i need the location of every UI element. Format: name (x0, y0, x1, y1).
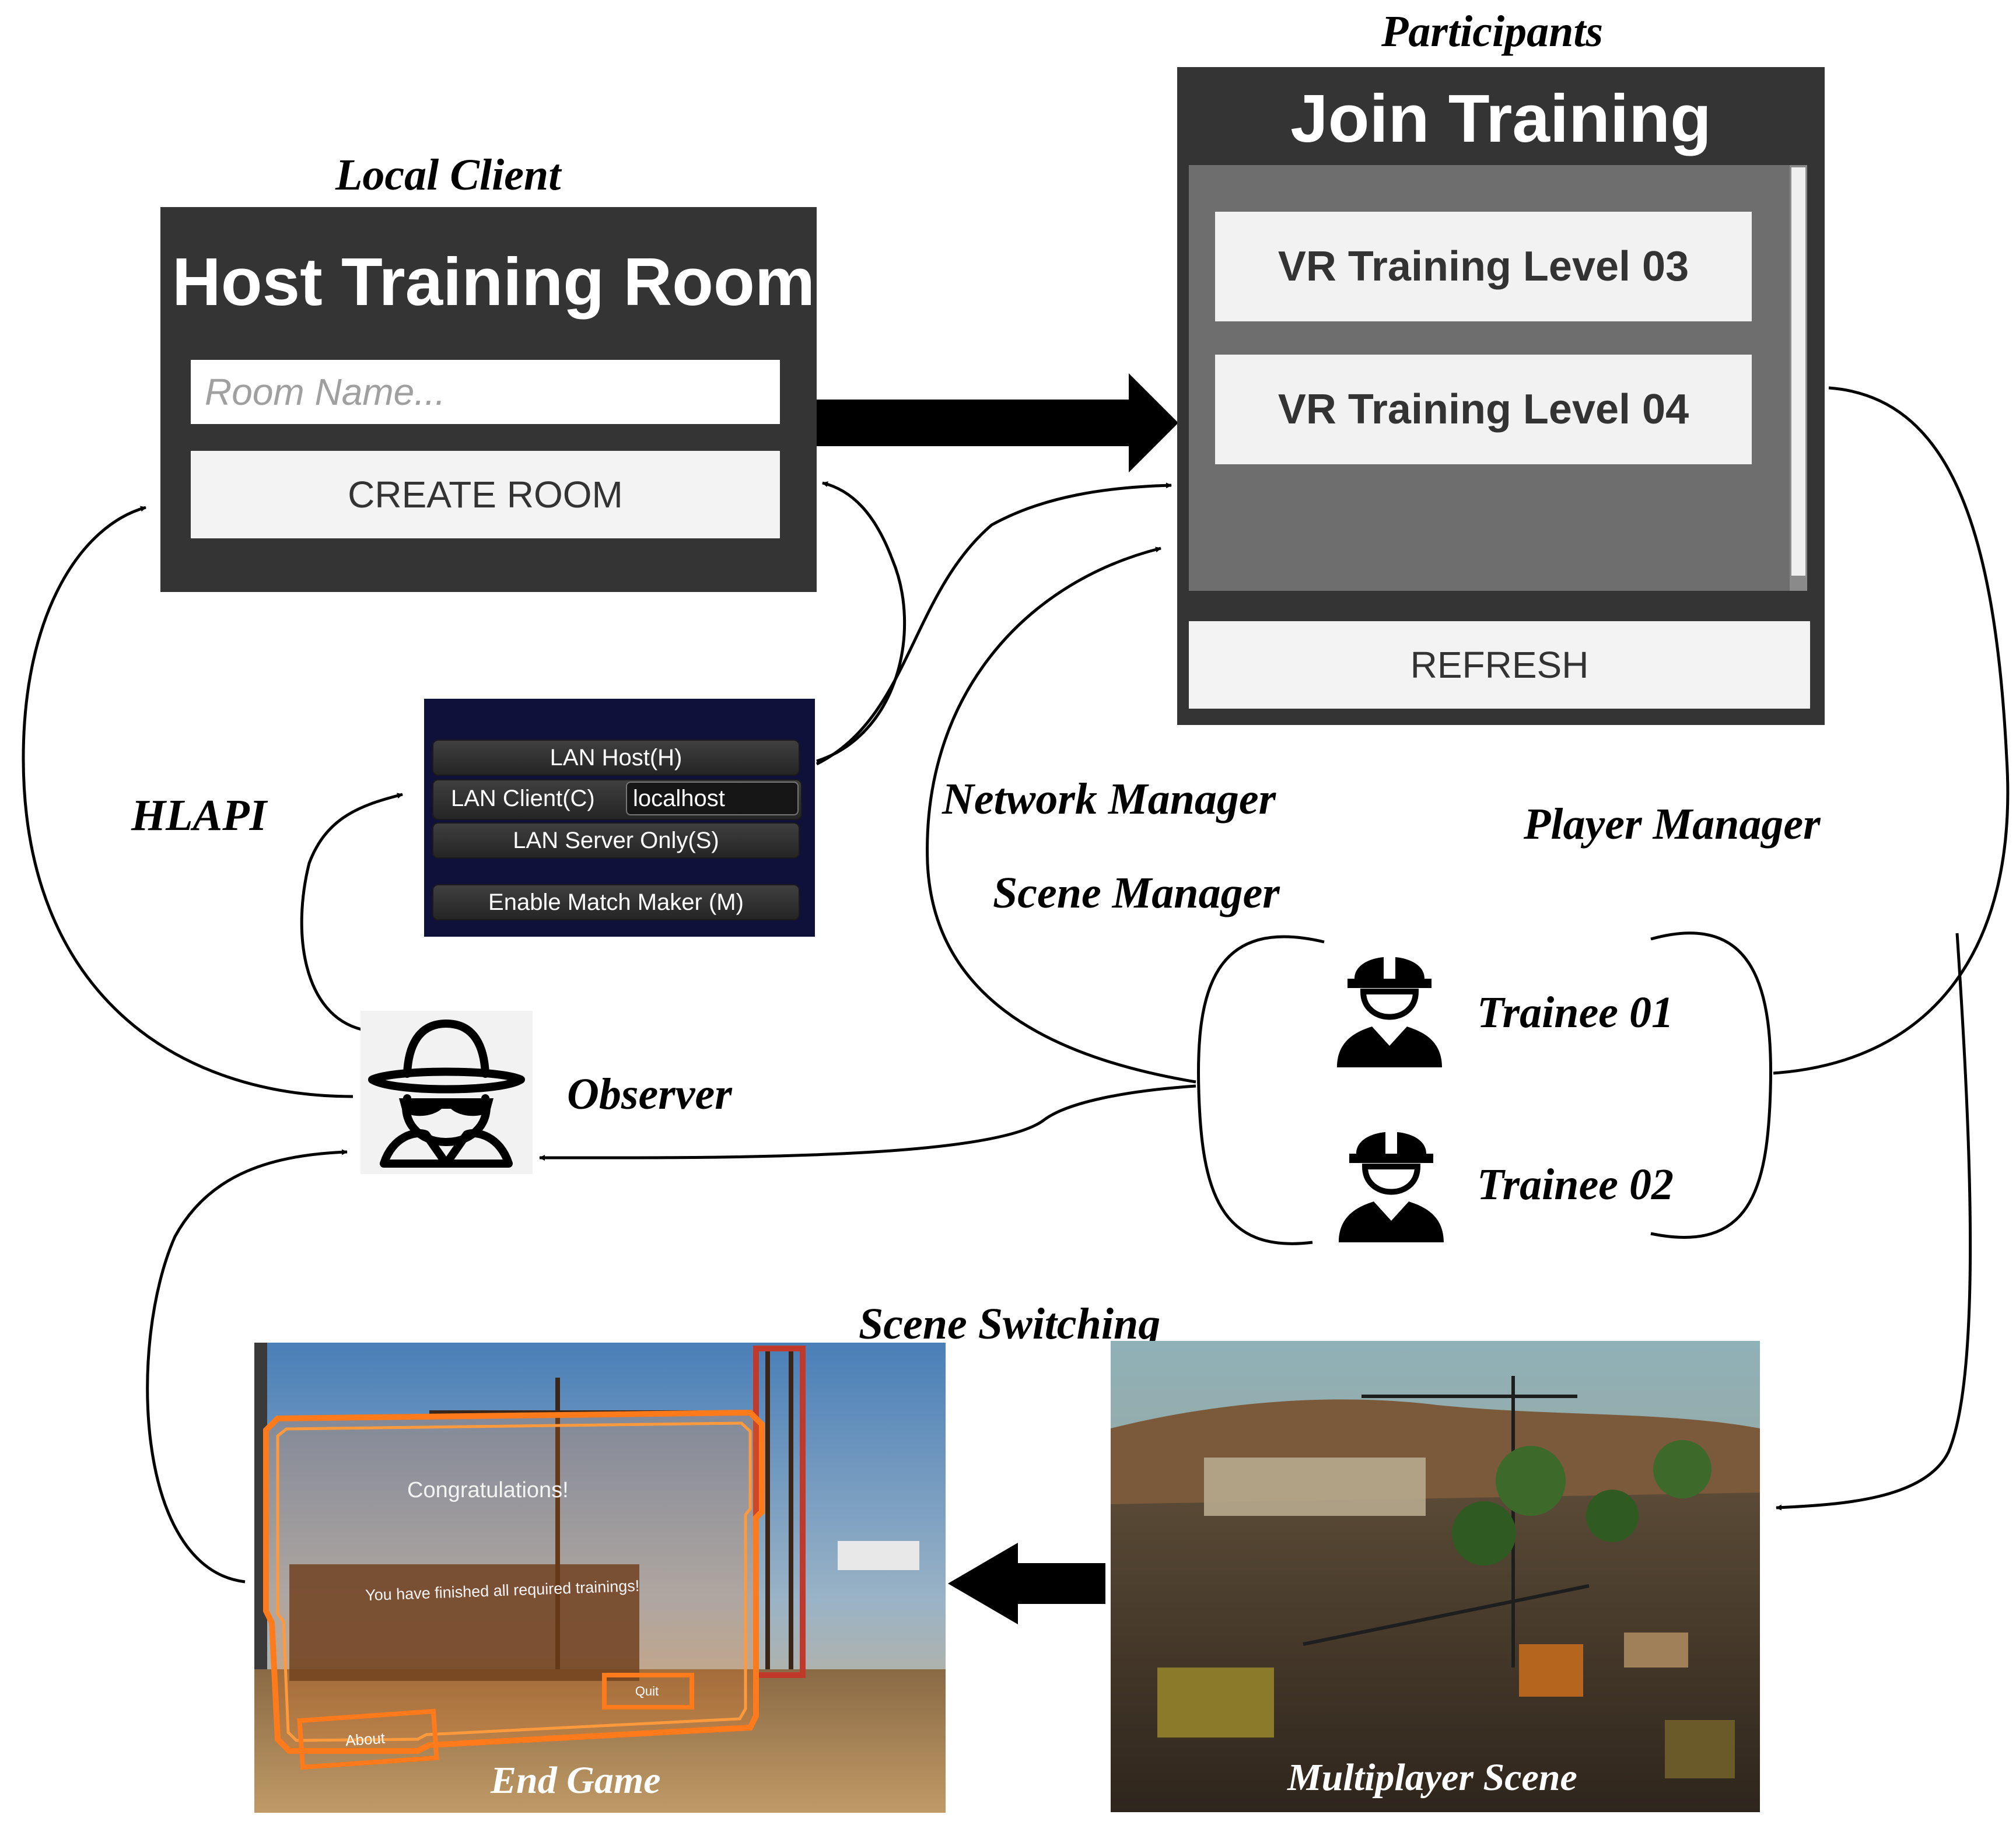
end-game-congrats-text: Congratulations! (407, 1478, 569, 1502)
arrow-to-multiplayer (1776, 933, 1972, 1511)
caption-trainee-02: Trainee 02 (1477, 1160, 1674, 1209)
arrow-scene-switch (948, 1543, 1105, 1624)
refresh-button[interactable]: REFRESH (1189, 621, 1810, 709)
room-list-item-level-03[interactable]: VR Training Level 03 (1215, 212, 1752, 321)
caption-observer: Observer (567, 1070, 732, 1119)
arrow-trainees-to-join (926, 547, 1196, 1084)
caption-participants: Participants (1381, 7, 1604, 56)
arrow-join-to-trainees (1773, 386, 2010, 1075)
room-name-input[interactable] (191, 360, 780, 424)
arrow-lan-to-join (816, 482, 1172, 766)
lan-host-button[interactable]: LAN Host(H) (432, 740, 800, 776)
join-training-panel: Join Training VR Training Level 03 VR Tr… (1177, 67, 1825, 725)
lan-server-only-button[interactable]: LAN Server Only(S) (432, 822, 800, 859)
enable-match-maker-button[interactable]: Enable Match Maker (M) (432, 884, 800, 920)
spy-observer-icon (360, 1011, 533, 1174)
trainee-group-left-bracket (1197, 935, 1325, 1245)
caption-scene-manager: Scene Manager (993, 868, 1280, 917)
arrow-lan-to-host (816, 481, 907, 763)
arrow-host-to-join (817, 373, 1178, 472)
host-panel-title: Host Training Room (172, 244, 815, 320)
room-list-scrollbar-thumb[interactable] (1791, 167, 1805, 576)
arrow-endgame-to-observer (146, 1149, 348, 1584)
caption-hlapi: HLAPI (131, 791, 267, 840)
end-game-quit-button[interactable]: Quit (635, 1684, 659, 1698)
lan-client-button[interactable]: LAN Client(C) (451, 785, 595, 811)
end-game-scene-image: Congratulations! You have finished all r… (254, 1343, 946, 1813)
trainee-02-worker-icon (1339, 1119, 1444, 1242)
caption-multiplayer-scene: Multiplayer Scene (1287, 1756, 1577, 1799)
network-manager-hud: LAN Host(H) LAN Client(C) localhost LAN … (424, 699, 815, 937)
arrow-observer-to-lan (300, 793, 403, 1031)
caption-local-client: Local Client (335, 150, 561, 199)
host-training-room-panel: Host Training Room CREATE ROOM (160, 207, 817, 592)
lan-client-row: LAN Client(C) localhost (432, 779, 802, 820)
training-room-list: VR Training Level 03 VR Training Level 0… (1189, 165, 1807, 591)
caption-end-game: End Game (491, 1759, 661, 1802)
lan-address-field[interactable]: localhost (626, 782, 799, 815)
caption-scene-switching: Scene Switching (859, 1299, 1161, 1348)
caption-player-manager: Player Manager (1524, 800, 1821, 849)
trainee-01-worker-icon (1337, 944, 1442, 1067)
arrow-trainees-to-observer (539, 1084, 1196, 1161)
room-list-item-level-04[interactable]: VR Training Level 04 (1215, 355, 1752, 464)
arrow-observer-to-host (22, 506, 354, 1098)
trainee-group-right-bracket (1650, 931, 1772, 1239)
caption-trainee-01: Trainee 01 (1477, 988, 1674, 1037)
create-room-button[interactable]: CREATE ROOM (191, 451, 780, 538)
join-panel-title: Join Training (1290, 80, 1712, 156)
caption-network-manager: Network Manager (942, 775, 1276, 824)
multiplayer-scene-image: Multiplayer Scene (1111, 1341, 1760, 1812)
